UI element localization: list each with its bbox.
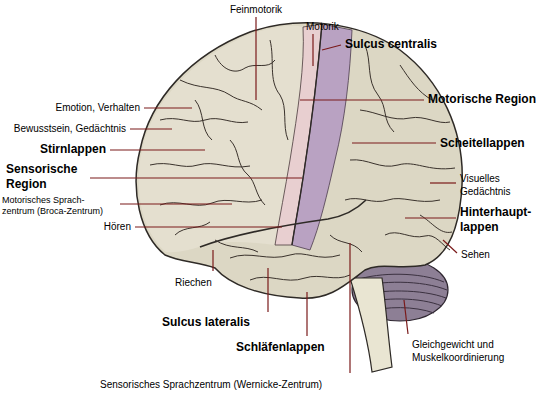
function-label: Motorik bbox=[306, 20, 339, 33]
lobe-label: Hinterhaupt- lappen bbox=[460, 205, 548, 235]
gyri bbox=[150, 40, 455, 280]
function-label: Visuelles Gedächtnis bbox=[460, 172, 530, 198]
function-label: Sehen bbox=[461, 248, 490, 261]
cerebrum bbox=[136, 23, 462, 298]
brainstem bbox=[350, 278, 392, 372]
function-label: Motorisches Sprach- zentrum (Broca-Zentr… bbox=[2, 195, 116, 217]
sulcus-label: Sulcus lateralis bbox=[162, 315, 250, 330]
central-sulcus bbox=[292, 24, 322, 245]
region-label: Sensorische Region bbox=[6, 162, 86, 192]
region-label: Motorische Region bbox=[428, 92, 536, 107]
lobe-label: Schläfenlappen bbox=[236, 340, 325, 355]
function-label: Bewusstsein, Gedächtnis bbox=[14, 122, 126, 135]
sulcus-label: Sulcus centralis bbox=[345, 37, 437, 52]
function-label: Hören bbox=[104, 220, 131, 233]
leader-lines bbox=[90, 17, 457, 373]
lobe-label: Stirnlappen bbox=[40, 142, 106, 157]
lobe-label: Scheitellappen bbox=[440, 136, 525, 151]
function-label: Emotion, Verhalten bbox=[56, 101, 141, 114]
function-label: Feinmotorik bbox=[230, 3, 282, 16]
frontal-lobe bbox=[139, 26, 304, 253]
sensory-strip bbox=[292, 24, 352, 250]
function-label: Sensorisches Sprachzentrum (Wernicke-Zen… bbox=[100, 378, 322, 391]
function-label: Gleichgewicht und Muskelkoordinierung bbox=[412, 338, 524, 364]
lateral-sulcus bbox=[200, 200, 366, 247]
function-label: Riechen bbox=[175, 276, 212, 289]
